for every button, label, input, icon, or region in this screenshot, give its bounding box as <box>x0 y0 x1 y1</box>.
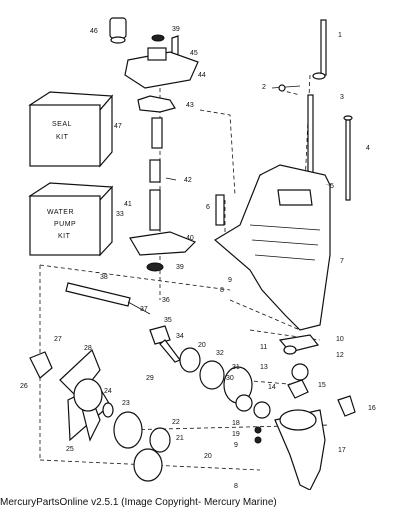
callout-6: 6 <box>206 204 210 211</box>
callout-18: 18 <box>232 420 240 427</box>
callout-35: 35 <box>164 317 172 324</box>
callout-30: 30 <box>226 375 234 382</box>
water-pump-housing <box>109 17 199 272</box>
callout-47: 47 <box>114 123 122 130</box>
water-pump-kit-box: WATER PUMP KIT <box>28 182 114 257</box>
callout-21: 21 <box>176 435 184 442</box>
callout-38: 38 <box>100 274 108 281</box>
callout-44: 44 <box>198 72 206 79</box>
callout-15: 15 <box>318 382 326 389</box>
callout-12: 12 <box>336 352 344 359</box>
callout-42: 42 <box>184 177 192 184</box>
callout-46: 46 <box>90 28 98 35</box>
callout-13: 13 <box>260 364 268 371</box>
water-pump-kit-label-line2: PUMP <box>54 221 76 228</box>
lower-unit-exploded-diagram: SEAL KIT WATER PUMP KIT <box>20 17 376 490</box>
callout-4: 4 <box>366 145 370 152</box>
callout-23: 23 <box>122 400 130 407</box>
callout-7: 7 <box>340 258 344 265</box>
water-pump-kit-label-line3: KIT <box>58 233 71 240</box>
callout-40: 40 <box>186 235 194 242</box>
callout-32: 32 <box>216 350 224 357</box>
propeller-shaft <box>65 282 181 363</box>
callout-26: 26 <box>20 383 28 390</box>
callout-9-lower: 9 <box>234 442 238 449</box>
callout-41: 41 <box>124 201 132 208</box>
callout-39-upper: 39 <box>172 26 180 33</box>
callout-5: 5 <box>330 183 334 190</box>
callout-16: 16 <box>368 405 376 412</box>
callout-10: 10 <box>336 336 344 343</box>
callout-39-lower: 39 <box>176 264 184 271</box>
callout-labels: 1 2 3 4 5 6 7 8 9 10 11 12 13 14 15 16 1… <box>20 26 376 490</box>
gears-and-bearings <box>102 345 309 482</box>
callout-20-lower: 20 <box>204 453 212 460</box>
lower-skeg-housing <box>274 334 356 490</box>
seal-kit-label-line1: SEAL <box>52 121 72 128</box>
water-pump-kit-label-line1: WATER <box>47 209 74 216</box>
callout-34: 34 <box>176 333 184 340</box>
callout-17: 17 <box>338 447 346 454</box>
callout-8: 8 <box>220 287 224 294</box>
callout-20-upper: 20 <box>198 342 206 349</box>
callout-2: 2 <box>262 84 266 91</box>
seal-kit-label-line2: KIT <box>56 134 69 141</box>
callout-11: 11 <box>260 344 267 351</box>
callout-36: 36 <box>162 297 170 304</box>
callout-8-lower: 8 <box>234 483 238 490</box>
callout-29: 29 <box>146 375 154 382</box>
propeller <box>29 348 111 442</box>
callout-25: 25 <box>66 446 74 453</box>
callout-31: 31 <box>232 364 240 371</box>
seal-kit-box: SEAL KIT <box>28 91 114 168</box>
callout-43: 43 <box>186 102 194 109</box>
callout-37: 37 <box>140 306 148 313</box>
image-copyright-footer: MercuryPartsOnline v2.5.1 (Image Copyrig… <box>0 497 277 508</box>
callout-45: 45 <box>190 50 198 57</box>
callout-14: 14 <box>268 384 276 391</box>
callout-33: 33 <box>116 211 124 218</box>
gear-housing <box>213 164 331 331</box>
callout-9: 9 <box>228 277 232 284</box>
callout-22: 22 <box>172 419 180 426</box>
callout-1: 1 <box>338 32 342 39</box>
callout-3: 3 <box>340 94 344 101</box>
callout-28: 28 <box>84 345 92 352</box>
callout-24: 24 <box>104 388 112 395</box>
callout-27: 27 <box>54 336 62 343</box>
callout-19: 19 <box>232 431 240 438</box>
